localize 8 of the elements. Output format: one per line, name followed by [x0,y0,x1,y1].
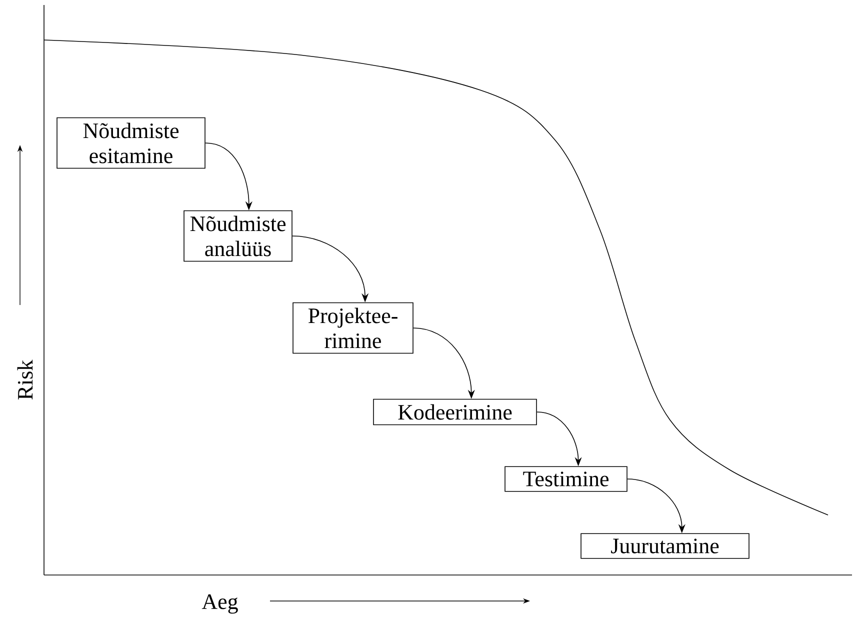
process-box: Testimine [504,466,628,492]
axis-label: Risk [17,360,33,400]
process-box: Nõudmiste esitamine [56,117,206,169]
process-box: Kodeerimine [373,398,537,426]
axis-label: Aeg [202,594,238,614]
process-box: Juurutamine [580,533,750,559]
process-box: Projektee- rimine [292,302,414,354]
process-box: Nõudmiste analüüs [184,210,292,262]
